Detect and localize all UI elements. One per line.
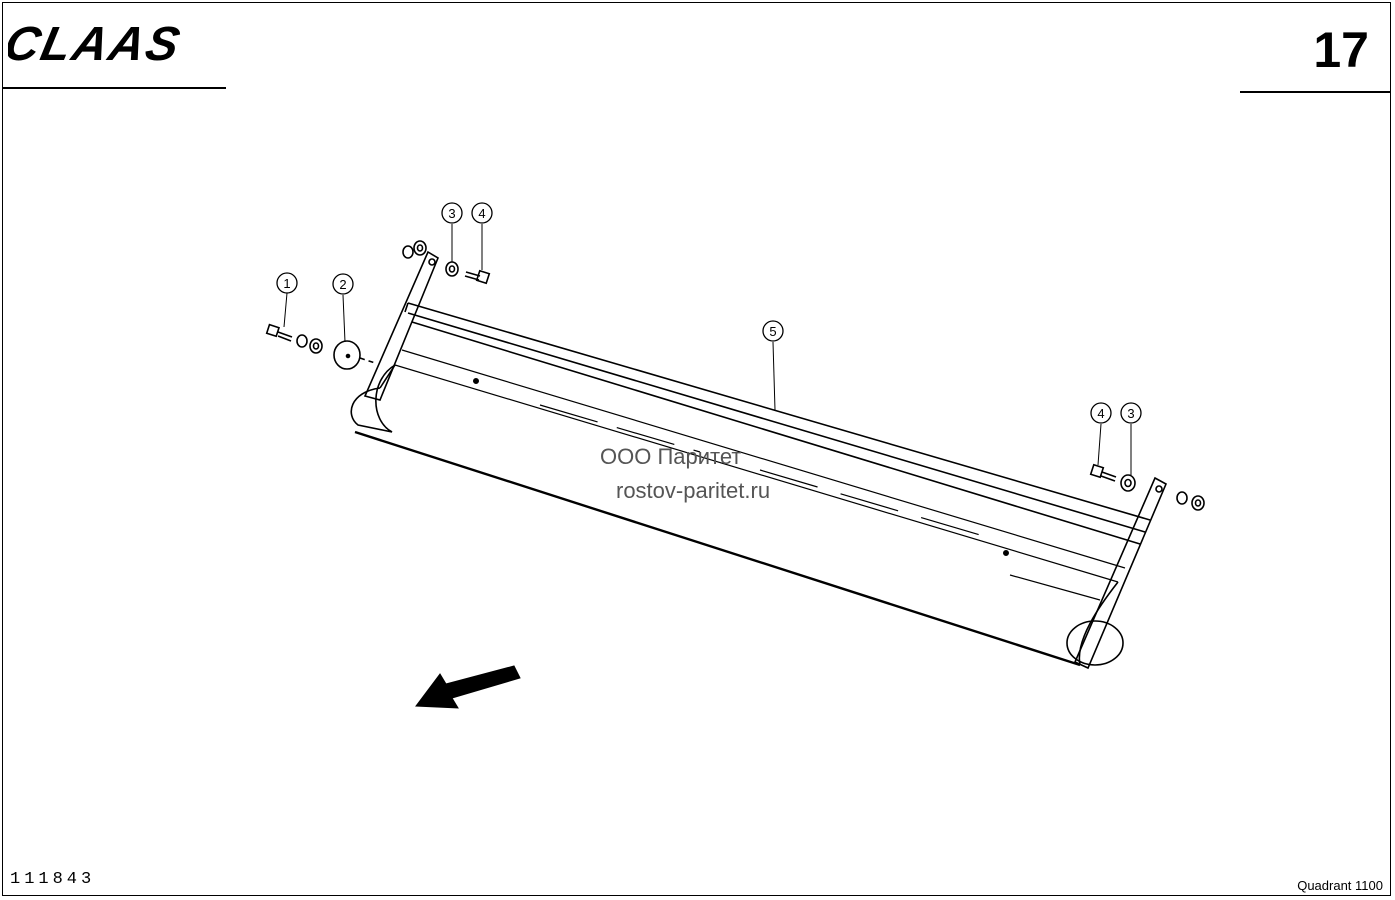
watermark-url: rostov-paritet.ru [616,478,771,503]
leader-lines [283,224,1132,475]
callout-4-top: 4 [471,202,493,224]
left-hardware [265,323,376,370]
claas-logo: CLAAS [8,22,186,64]
header-rule-right [1240,91,1391,93]
svg-text:2: 2 [339,277,346,292]
cover-body [350,302,1151,667]
model-name: Quadrant 1100 [1297,878,1383,893]
watermark: ООО Паритет rostov-paritet.ru [600,440,860,508]
watermark-company: ООО Паритет [600,444,742,469]
drawing-number: 111843 [10,870,96,889]
callout-4-right: 4 [1090,402,1112,424]
right-hardware [1089,463,1205,511]
callout-3-top: 3 [441,202,463,224]
svg-text:1: 1 [283,276,290,291]
left-bracket [363,250,440,401]
svg-text:3: 3 [448,206,455,221]
page-number: 17 [1313,22,1369,78]
callout-3-right: 3 [1120,402,1142,424]
callout-2: 2 [332,273,354,295]
header-rule-left [2,87,226,89]
svg-text:3: 3 [1127,406,1134,421]
svg-text:4: 4 [478,206,485,221]
svg-text:4: 4 [1097,406,1104,421]
callouts: 1 2 3 4 5 4 3 [276,202,1142,424]
right-bracket [1073,476,1168,670]
top-left-hardware [402,240,491,285]
callout-5: 5 [762,320,784,342]
callout-1: 1 [276,272,298,294]
svg-text:CLAAS: CLAAS [8,22,186,64]
travel-direction-arrow [415,665,521,709]
svg-text:5: 5 [769,324,776,339]
